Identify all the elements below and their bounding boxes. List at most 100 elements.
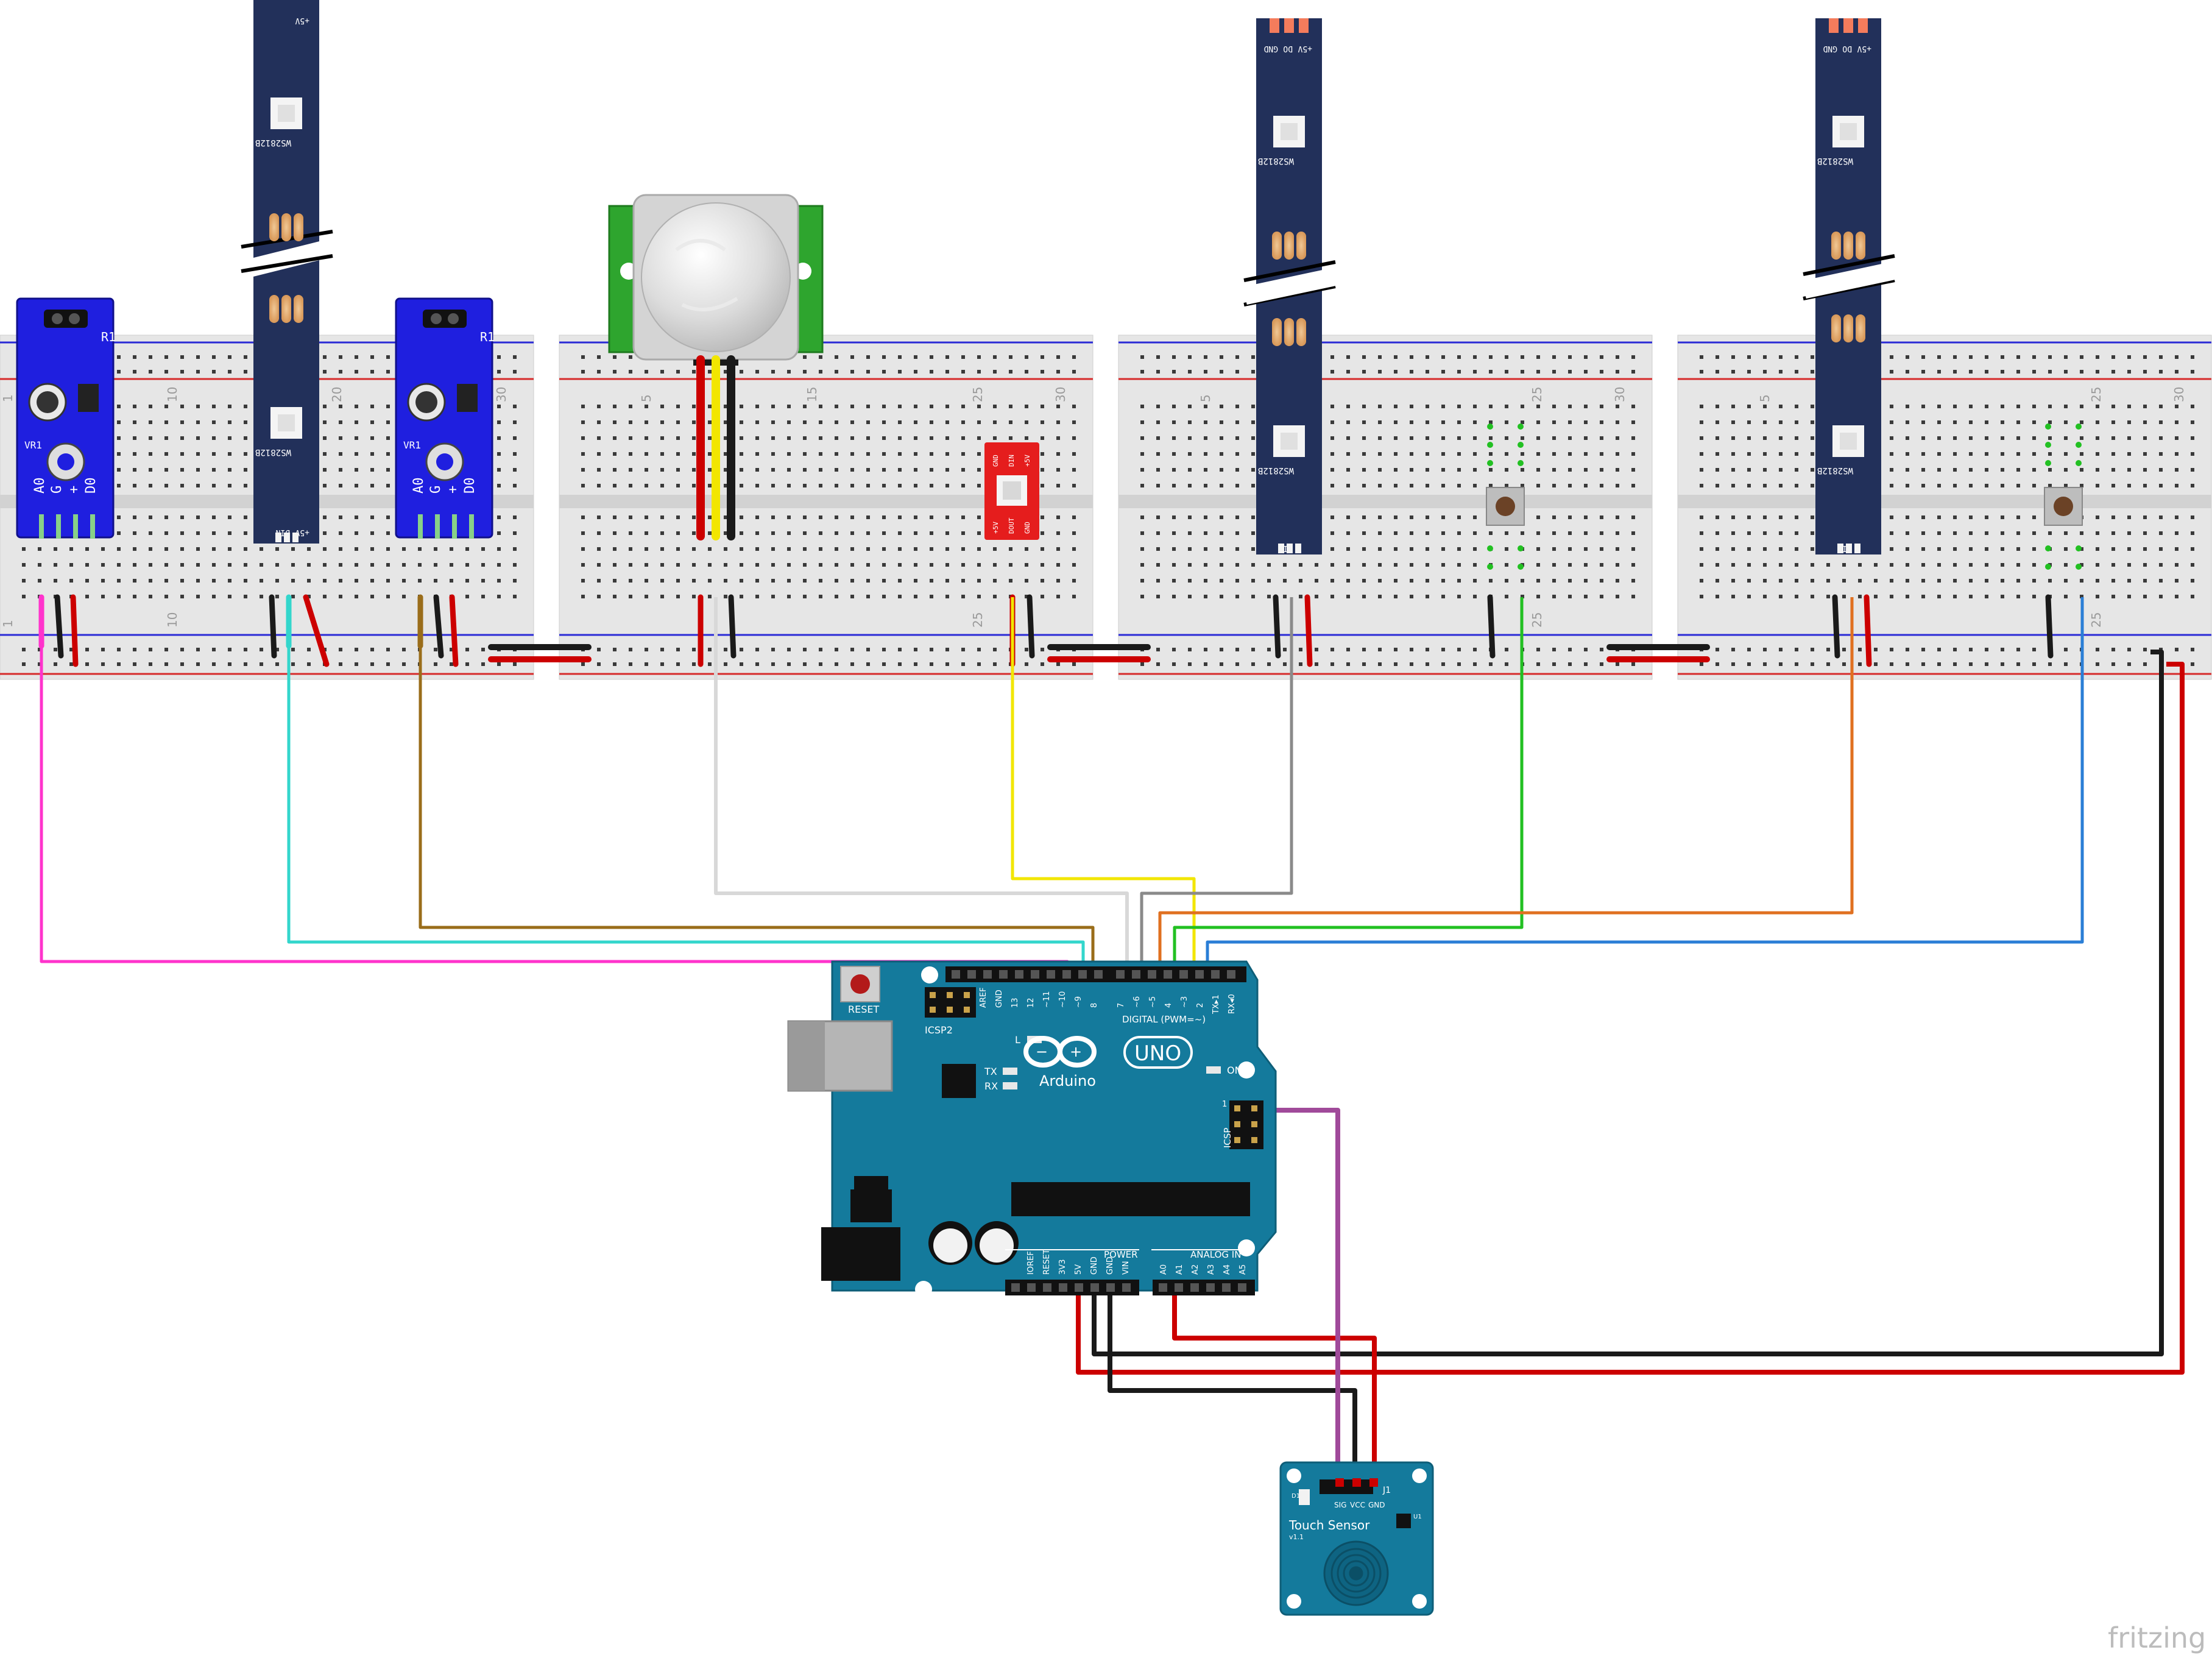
pin-4: 4 — [1164, 1003, 1173, 1008]
led-strip-2: WS2812B WS2812B +5V DO GND DIN — [1243, 18, 1337, 554]
rgb-pin-5v-bot: +5V — [992, 522, 1000, 534]
bb1-col-10: 10 — [165, 387, 180, 402]
strip1-led-1 — [270, 97, 302, 129]
push-button-1 — [1486, 423, 1525, 570]
strip2-top-do: DO — [1283, 44, 1293, 53]
strip1-bot-5v: +5V — [295, 528, 309, 537]
icsp-pin-1: 1 — [1222, 1100, 1227, 1109]
power-label: POWER — [1104, 1249, 1138, 1260]
ir2-pin-plus: + — [445, 486, 461, 494]
ir1-pin-d0: D0 — [83, 478, 99, 494]
ir1-pin-a0: A0 — [32, 478, 48, 494]
strip3-led-2 — [1832, 425, 1864, 457]
pin-tx1: TX▸1 — [1212, 994, 1221, 1015]
bb3-col-25: 25 — [1530, 387, 1544, 402]
pin-a3: A3 — [1207, 1264, 1216, 1275]
arduino-uno-board: RESET ICSP2 AREF GND 13 12 ~11 ~10 ~9 8 … — [787, 960, 1277, 1298]
pin-5: ~5 — [1148, 996, 1157, 1008]
ir1-r1-label: R1 — [101, 330, 116, 344]
bb2-col-30: 30 — [1053, 387, 1068, 402]
bb2-col-25-bottom: 25 — [970, 612, 985, 628]
rgb-pin-gnd-top: GND — [992, 455, 1000, 467]
touch-title: Touch Sensor — [1288, 1518, 1370, 1532]
strip3-top-5v: +5V — [1857, 44, 1871, 53]
pin-gnd-2: GND — [1106, 1256, 1115, 1275]
strip2-led-1 — [1273, 116, 1305, 147]
rail-bridge-wires — [488, 644, 1710, 662]
rgb-pin-dout: DOUT — [1008, 517, 1016, 534]
rgb-pin-din: DIN — [1008, 455, 1016, 467]
strip1-led-2 — [270, 407, 302, 439]
fritzing-watermark: fritzing — [2108, 1621, 2206, 1654]
breadboard-4 — [1677, 335, 2212, 680]
strip2-led-2 — [1273, 425, 1305, 457]
arduino-logo: − + — [1023, 1036, 1193, 1069]
strip1-chip-label-2: WS2812B — [255, 447, 291, 457]
led-tx-label: TX — [984, 1066, 997, 1077]
strip1-chip-label-1: WS2812B — [255, 138, 291, 147]
strip3-chip-label-1: WS2812B — [1817, 156, 1853, 166]
ir2-pin-g: G — [428, 486, 443, 494]
pin-10: ~10 — [1058, 991, 1067, 1008]
strip2-chip-label-2: WS2812B — [1258, 466, 1294, 475]
pir-motion-sensor — [608, 194, 824, 366]
pin-12: 12 — [1026, 997, 1036, 1008]
pin-ioref: IOREF — [1026, 1251, 1036, 1275]
power-wires — [1076, 650, 2185, 1481]
ir2-pin-d0: D0 — [462, 478, 478, 494]
led-strip-3: WS2812B WS2812B +5V DO GND DIN — [1802, 18, 1896, 554]
bb3-col-25-bottom: 25 — [1530, 612, 1544, 628]
bb1-col-1: 1 — [1, 394, 15, 402]
pin-a5: A5 — [1239, 1264, 1248, 1275]
touch-sensor-module: SIG VCC GND J1 D1 Touch Sensor v1.1 U1 — [1279, 1461, 1434, 1616]
touch-version: v1.1 — [1289, 1533, 1304, 1541]
pin-5v: 5V — [1074, 1264, 1083, 1275]
pin-aref: AREF — [979, 987, 988, 1008]
analog-label: ANALOG IN — [1190, 1249, 1241, 1260]
digital-label: DIGITAL (PWM=~) — [1122, 1014, 1206, 1025]
bb1-col-20: 20 — [330, 387, 344, 402]
bb2-col-5: 5 — [639, 394, 654, 402]
led-strip-1: WS2812B WS2812B +5V +5V DIN — [240, 0, 334, 544]
pin-a1: A1 — [1175, 1264, 1184, 1275]
bb2-col-15: 15 — [805, 387, 819, 402]
led-rx-label: RX — [984, 1080, 998, 1092]
breadboard-3 — [1118, 335, 1653, 680]
bb1-col-10-bottom: 10 — [165, 612, 180, 628]
pin-vin: VIN — [1122, 1261, 1131, 1275]
touch-pad-icon — [1323, 1540, 1389, 1606]
icsp2-label: ICSP2 — [925, 1024, 953, 1036]
pin-a2: A2 — [1191, 1264, 1200, 1275]
bb3-col-5: 5 — [1198, 394, 1213, 402]
pin-a4: A4 — [1223, 1264, 1232, 1275]
bb4-col-25-bottom: 25 — [2089, 612, 2104, 628]
svg-text:−: − — [1036, 1043, 1048, 1060]
rgb-pin-gnd-bot: GND — [1023, 522, 1031, 534]
pin-a0: A0 — [1159, 1264, 1168, 1275]
strip3-top-gnd: GND — [1823, 44, 1837, 53]
strip1-top-5v: +5V — [295, 16, 309, 25]
ir1-vr1-label: VR1 — [24, 439, 42, 451]
brand-label: Arduino — [1039, 1072, 1096, 1089]
ir-sensor-module-1: R1 VR1 A0 G + D0 — [16, 297, 116, 539]
strip2-top-5v: +5V — [1298, 44, 1312, 53]
pin-rx0: RX◂0 — [1228, 994, 1237, 1014]
breadboard-column-labels: 1 5 10 20 30 5 15 25 30 5 25 30 5 25 30 … — [1, 387, 2186, 628]
rgb-led-module: GND DIN +5V +5V DOUT GND — [984, 442, 1039, 540]
ir1-pin-g: G — [49, 486, 65, 494]
touch-u1: U1 — [1413, 1514, 1422, 1520]
bb1-col-1-bottom: 1 — [1, 620, 15, 628]
pin-reset: RESET — [1042, 1249, 1051, 1275]
push-button-2 — [2044, 423, 2083, 570]
touch-pin-gnd: GND — [1368, 1501, 1385, 1509]
pin-2: 2 — [1196, 1003, 1205, 1008]
pin-gnd-1: GND — [1090, 1256, 1099, 1275]
breadboard-jumper-wires — [38, 355, 2054, 667]
touch-d1: D1 — [1292, 1493, 1300, 1500]
reset-label: RESET — [848, 1004, 879, 1015]
strip3-chip-label-2: WS2812B — [1817, 466, 1853, 475]
strip3-top-do: DO — [1842, 44, 1852, 53]
pin-6: ~6 — [1133, 996, 1142, 1008]
pin-gnd-d: GND — [995, 990, 1004, 1008]
